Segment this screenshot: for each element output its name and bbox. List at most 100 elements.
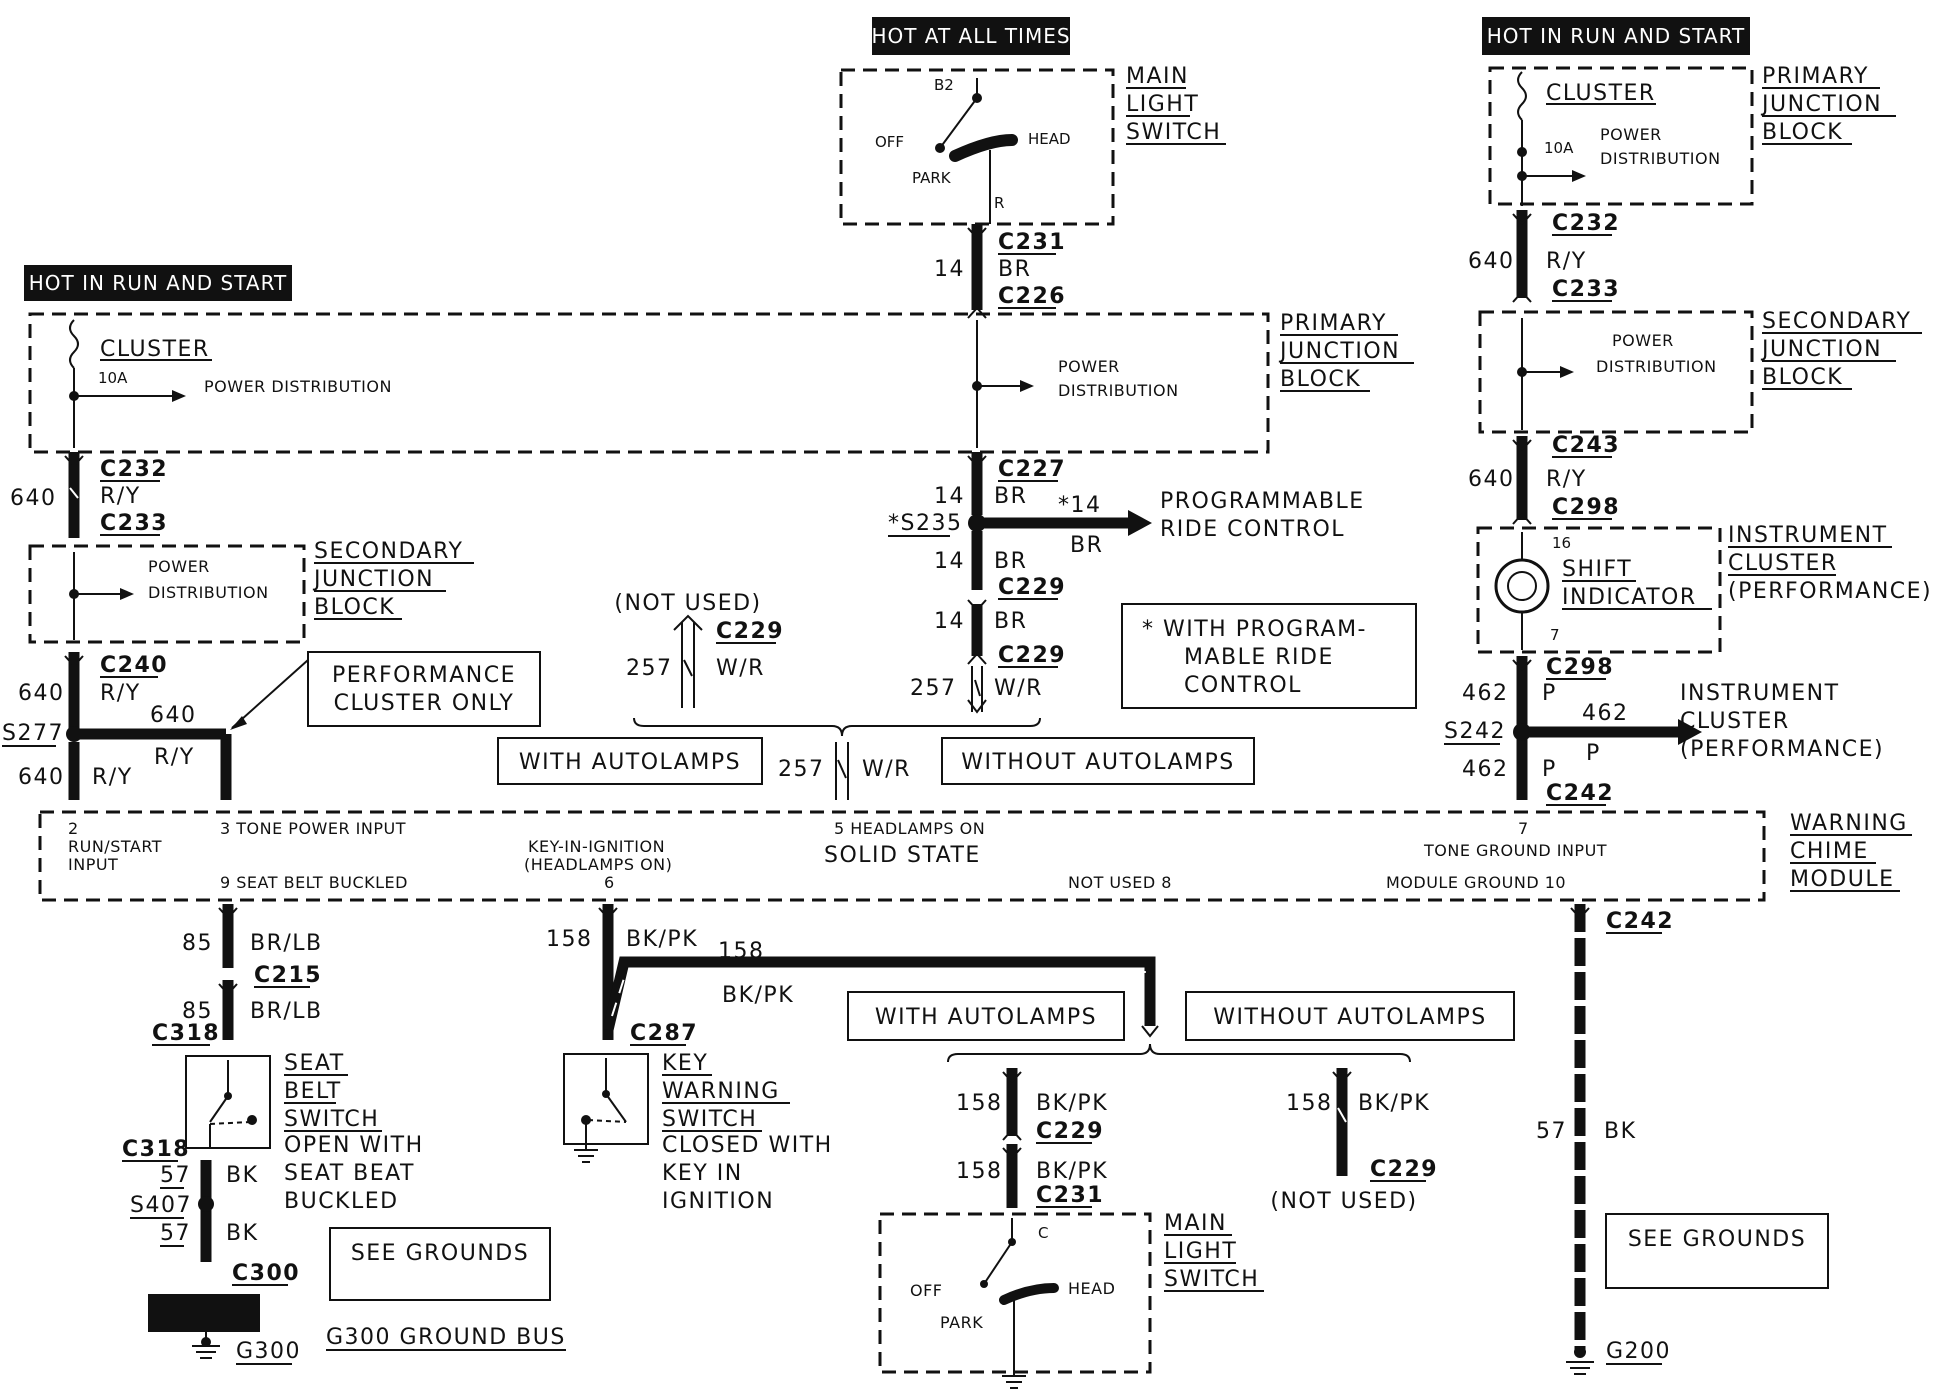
mid-br-2: BR [994, 549, 1027, 574]
rc-sjb-power-2: DISTRIBUTION [1596, 357, 1717, 376]
rc-c243: C243 [1552, 433, 1620, 458]
sb-g300: G300 [236, 1339, 301, 1364]
rc-c242: C242 [1546, 781, 1614, 806]
right-column: CLUSTER 10A POWER DISTRIBUTION PRIMARY J… [1444, 64, 1931, 806]
autolamps-top-gauge: 257 [778, 757, 825, 782]
bm-off: OFF [910, 1281, 943, 1300]
not-used-top-label: (NOT USED) [614, 591, 761, 616]
rc-shift-1: SHIFT [1562, 557, 1632, 582]
prog-ride-label-2: RIDE CONTROL [1160, 517, 1345, 542]
rg-c242: C242 [1606, 909, 1674, 934]
rc-ic2-3: (PERFORMANCE) [1680, 737, 1884, 762]
wcm-title-1: WARNING [1790, 811, 1908, 836]
header-right-label: HOT IN RUN AND START [1487, 24, 1746, 48]
autolamps-bottom: WITH AUTOLAMPS WITHOUT AUTOLAMPS [847, 991, 1515, 1063]
not-used-top: (NOT USED) C229 257 W/R [614, 591, 784, 708]
pjb-left-title-1: PRIMARY [1280, 311, 1387, 336]
wcm-pin2-c: INPUT [68, 855, 118, 874]
mls-top-r: R [994, 194, 1004, 212]
mls-top-title-3: SWITCH [1126, 120, 1221, 145]
sb-57-a: 57 [160, 1163, 191, 1188]
prog-note-1: * WITH PROGRAM- [1142, 617, 1367, 642]
autolamps-top-color: W/R [862, 757, 911, 782]
left-a-c232: C232 [100, 457, 168, 482]
top-wire-c231: C231 [998, 230, 1066, 255]
sb-c215: C215 [254, 963, 322, 988]
autolamps-bottom-without[interactable]: WITHOUT AUTOLAMPS [1213, 1005, 1487, 1030]
wire-640-left-b: 640 C240 R/Y [18, 652, 167, 730]
prog-ride-label-1: PROGRAMMABLE [1160, 489, 1365, 514]
autolamps-top: WITH AUTOLAMPS WITHOUT AUTOLAMPS 257 W/R [497, 717, 1255, 800]
rc-c232: C232 [1552, 211, 1620, 236]
header-hot-run-start-right: HOT IN RUN AND START [1482, 17, 1750, 55]
seat-belt-branch: 85 BR/LB C215 85 BR/LB C318 SEAT BELT SW… [122, 904, 566, 1365]
sb-bk-a: BK [226, 1163, 259, 1188]
sjb-left-power-2: DISTRIBUTION [148, 583, 269, 602]
sb-title-3: SWITCH [284, 1107, 379, 1132]
perf-note-1: PERFORMANCE [332, 663, 516, 688]
sb-85-a: 85 [182, 931, 213, 956]
rc-ry-b: R/Y [1546, 467, 1587, 492]
autolamps-top-with[interactable]: WITH AUTOLAMPS [519, 750, 741, 775]
mid-gauge-2: 14 [934, 549, 965, 574]
left-c-gauge: 640 [18, 765, 65, 790]
pjb-mid-power-2: DISTRIBUTION [1058, 381, 1179, 400]
rc-sjb-title-1: SECONDARY [1762, 309, 1911, 334]
s277-color: R/Y [154, 745, 195, 770]
sb-c318-a: C318 [152, 1021, 220, 1046]
left-c-color: R/Y [92, 765, 133, 790]
bm-bkpk-b: BK/PK [1036, 1159, 1108, 1184]
not-used-top-gauge: 257 [626, 656, 673, 681]
sb-57-b: 57 [160, 1221, 191, 1246]
mls-top-off: OFF [875, 133, 904, 151]
top-wire-color: BR [998, 257, 1031, 282]
kw-desc-1: CLOSED WITH [662, 1133, 833, 1158]
rc-power-2: DISTRIBUTION [1600, 149, 1721, 168]
rc-640-a: 640 [1468, 249, 1515, 274]
sb-s407: S407 [130, 1193, 192, 1218]
sb-c300: C300 [232, 1261, 300, 1286]
rc-ry-a: R/Y [1546, 249, 1587, 274]
rc-sjb-power-1: POWER [1612, 331, 1674, 350]
autolamps-bottom-with[interactable]: WITH AUTOLAMPS [875, 1005, 1097, 1030]
sjb-left-title-3: BLOCK [314, 595, 395, 620]
sb-title-2: BELT [284, 1079, 342, 1104]
kw-c287: C287 [630, 1021, 698, 1046]
not-used-top-c229: C229 [716, 619, 784, 644]
mid-s235: *S235 [888, 511, 962, 536]
mid-gauge-1: 14 [934, 484, 965, 509]
wcm-title-2: CHIME [1790, 839, 1869, 864]
wire-14-br-top: 14 C231 BR C226 [934, 224, 1066, 319]
performance-cluster-note: PERFORMANCE CLUSTER ONLY [230, 651, 541, 730]
pjb-left-title-3: BLOCK [1280, 367, 1361, 392]
bm-c: C [1038, 1224, 1048, 1242]
wcm-pin5: 5 HEADLAMPS ON [834, 819, 985, 838]
rg-see-grounds[interactable]: SEE GROUNDS [1628, 1227, 1806, 1252]
autolamps-top-without[interactable]: WITHOUT AUTOLAMPS [961, 750, 1235, 775]
wcm-pin7-b: TONE GROUND INPUT [1423, 841, 1607, 860]
pjb-left-cluster: CLUSTER [100, 337, 210, 362]
wcm-pin7-a: 7 [1518, 819, 1529, 838]
bm-bkpk-a: BK/PK [1036, 1091, 1108, 1116]
left-b-color: R/Y [100, 681, 141, 706]
prog-ride-color: BR [1070, 533, 1103, 558]
wcm-pin6-c: 6 [604, 873, 615, 892]
sjb-left-title-2: JUNCTION [312, 567, 434, 592]
prog-ride-gauge: *14 [1058, 493, 1102, 518]
rc-sjb-title-3: BLOCK [1762, 365, 1843, 390]
bm-head: HEAD [1068, 1279, 1115, 1298]
rc-c298-b: C298 [1546, 655, 1614, 680]
top-wire-c226: C226 [998, 284, 1066, 309]
mid-gauge-3: 14 [934, 609, 965, 634]
sb-brlb-b: BR/LB [250, 999, 323, 1024]
pjb-left-power-dist: POWER DISTRIBUTION [204, 377, 392, 396]
wcm-solid-state: SOLID STATE [824, 843, 981, 868]
mls-top-title-1: MAIN [1126, 64, 1189, 89]
rc-sjb-title-2: JUNCTION [1760, 337, 1882, 362]
bnu-158: 158 [1286, 1091, 1333, 1116]
kw-158-a: 158 [546, 927, 593, 952]
kw-bkpk-a: BK/PK [626, 927, 698, 952]
sb-see-grounds[interactable]: SEE GROUNDS [351, 1241, 529, 1266]
sb-bk-b: BK [226, 1221, 259, 1246]
kw-desc-3: IGNITION [662, 1189, 774, 1214]
